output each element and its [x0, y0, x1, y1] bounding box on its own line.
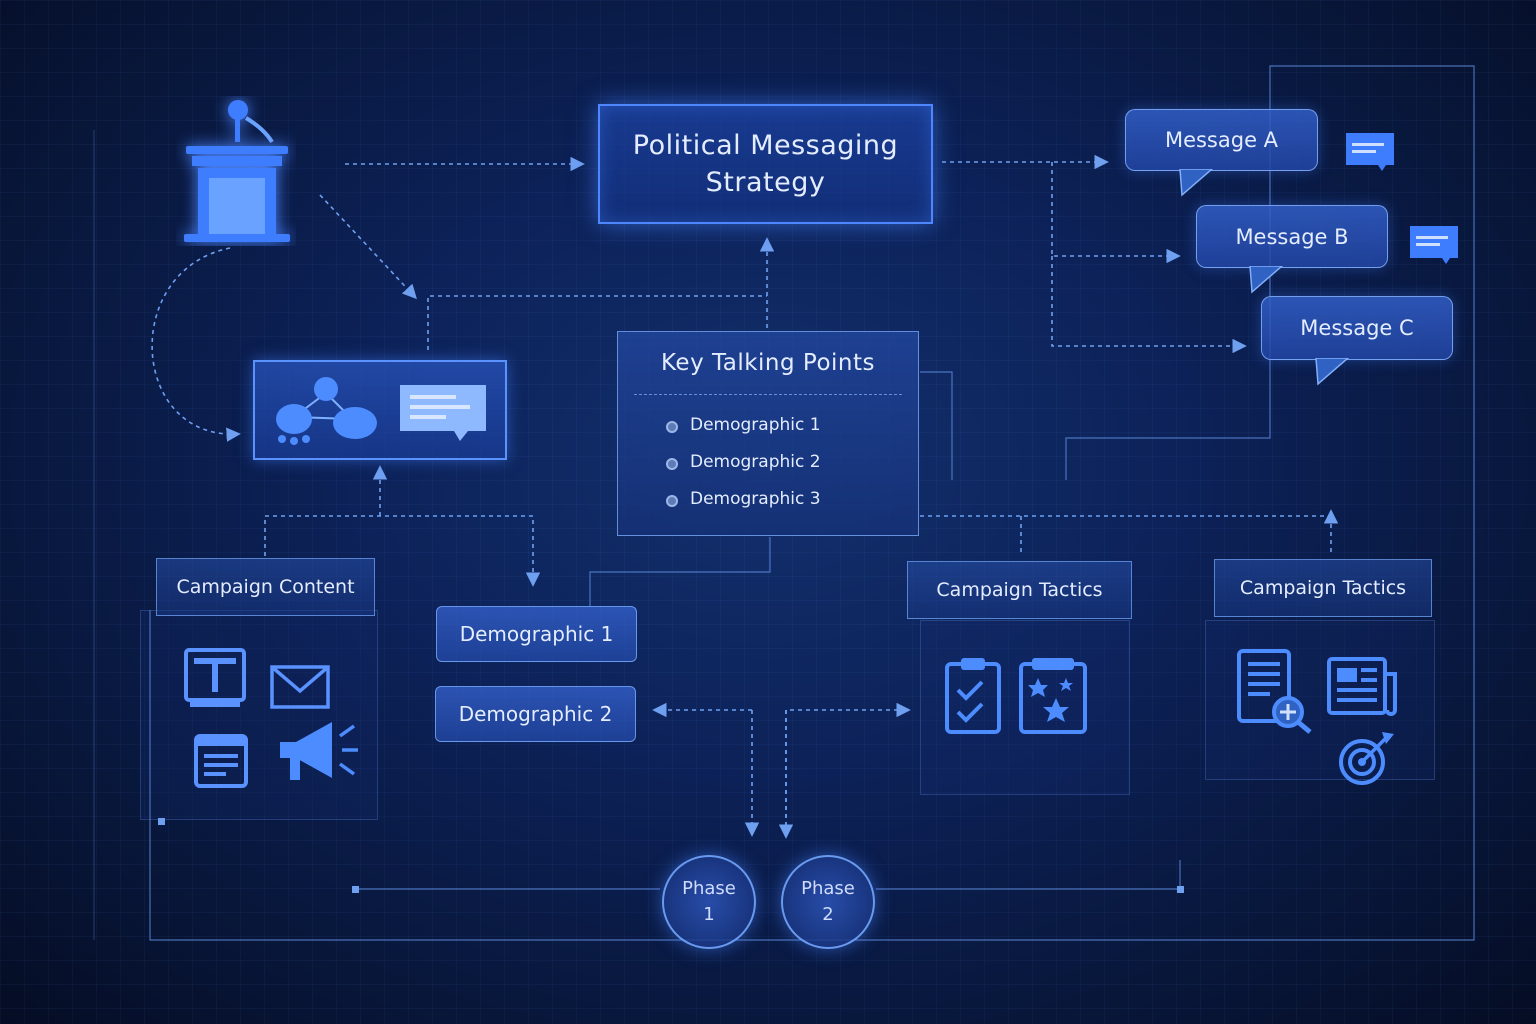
envelope-icon [270, 665, 330, 709]
phase-word: Phase [801, 878, 855, 899]
demographic-label: Demographic 1 [459, 622, 614, 646]
bullet-icon [666, 458, 678, 470]
checklist-clipboard-icon [945, 658, 1001, 734]
message-bubble-b: Message B [1196, 205, 1388, 268]
phase-number: 1 [703, 904, 715, 925]
message-label: Message C [1300, 316, 1414, 340]
speech-tail-icon [1249, 266, 1284, 294]
social-network-box [253, 360, 507, 460]
talking-point-item: Demographic 2 [690, 452, 821, 472]
message-label: Message B [1235, 224, 1349, 249]
panel-content [140, 610, 378, 820]
key-talking-points-title: Key Talking Points [660, 350, 876, 376]
phase-word: Phase [682, 878, 736, 899]
strategy-title: Political Messaging Strategy [632, 130, 899, 198]
demographic-label: Demographic 2 [458, 702, 613, 726]
campaign-tactics-box-2: Campaign Tactics [1214, 559, 1432, 617]
key-talking-points-box: Key Talking Points Demographic 1 Demogra… [617, 331, 919, 536]
document-icon [194, 734, 248, 788]
phase-2-circle: Phase 2 [781, 855, 875, 949]
bullet-icon [666, 421, 678, 433]
campaign-tactics-label: Campaign Tactics [1239, 577, 1407, 599]
speech-tail-icon [1179, 169, 1214, 197]
document-search-icon [1237, 649, 1312, 734]
bullet-icon [666, 495, 678, 507]
megaphone-icon [280, 722, 358, 780]
newspaper-icon [1327, 657, 1397, 716]
speech-tail-icon [1315, 358, 1350, 386]
target-icon [1339, 732, 1394, 785]
talking-point-item: Demographic 3 [690, 489, 821, 509]
phase-1-circle: Phase 1 [662, 855, 756, 949]
strategy-title-box: Political Messaging Strategy [598, 104, 933, 224]
demographic-2-box: Demographic 2 [435, 686, 636, 742]
campaign-content-box: Campaign Content [156, 558, 375, 616]
message-bubble-c: Message C [1261, 296, 1453, 360]
social-network-chat-icon [276, 377, 486, 445]
star-clipboard-icon [1019, 658, 1087, 734]
demographic-1-box: Demographic 1 [436, 606, 637, 662]
podium-microphone-icon [184, 100, 290, 242]
message-bubble-a: Message A [1125, 109, 1318, 171]
chat-icon [1410, 226, 1458, 264]
presentation-screen-icon [184, 648, 246, 707]
message-label: Message A [1164, 128, 1279, 152]
panel-tactics-1 [920, 620, 1130, 795]
chat-icon [1346, 133, 1394, 171]
divider [634, 394, 902, 395]
talking-point-item: Demographic 1 [690, 415, 821, 435]
campaign-tactics-label: Campaign Tactics [936, 579, 1103, 601]
phase-number: 2 [822, 904, 834, 925]
campaign-content-label: Campaign Content [176, 576, 355, 598]
campaign-tactics-box-1: Campaign Tactics [907, 561, 1132, 619]
